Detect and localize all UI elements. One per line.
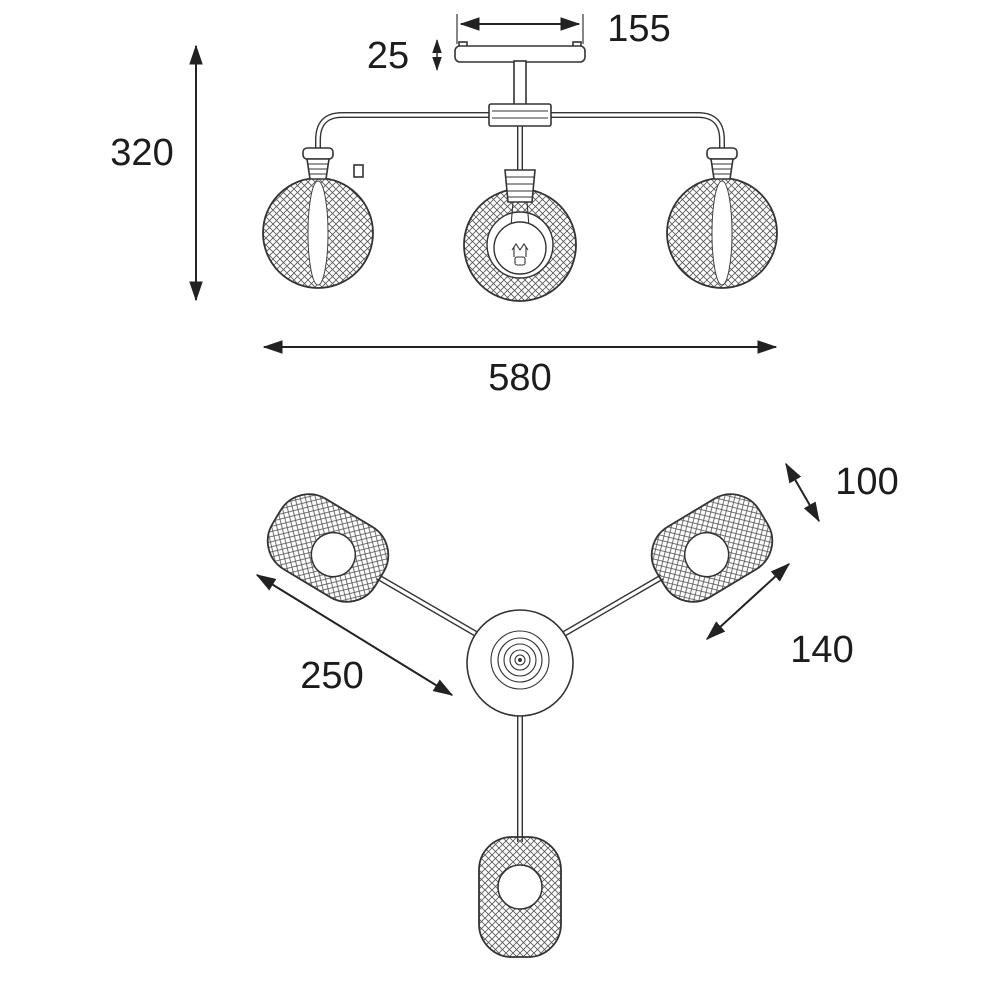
dim-320-label: 320 (110, 132, 173, 174)
dimension-shade-length: 140 (705, 563, 854, 671)
bulb-neck (510, 201, 530, 227)
small-connector-detail (353, 164, 364, 178)
top-bottom-shade (478, 836, 562, 958)
bulb-filament (511, 243, 529, 257)
canopy (488, 103, 552, 127)
left-globe-seam (307, 180, 329, 286)
bulb-base-detail (514, 256, 526, 266)
ceiling-mount-bar (454, 41, 586, 107)
dim-155-label: 155 (607, 8, 670, 50)
dimension-mount-bar-length: 155 (456, 8, 671, 50)
dimension-shade-width: 100 (785, 461, 899, 523)
top-view: 100 140 250 (255, 461, 899, 958)
front-view: 155 25 320 580 (110, 8, 778, 399)
dim-25-label: 25 (367, 35, 409, 77)
center-lamp (463, 169, 577, 302)
right-lamp (666, 147, 778, 289)
dimension-fixture-width: 580 (262, 340, 778, 399)
bottom-shade-socket-hole (497, 864, 543, 910)
top-right-arm (548, 574, 664, 645)
right-globe-seam (711, 180, 733, 286)
mount-stem (513, 60, 527, 107)
dimension-mount-bar-thickness: 25 (367, 35, 442, 77)
dim-580-label: 580 (488, 357, 551, 399)
center-socket (504, 169, 536, 203)
left-shade-socket-hole (310, 531, 357, 578)
dim-100-label: 100 (835, 461, 898, 503)
dim-140-label: 140 (790, 629, 853, 671)
left-lamp (262, 147, 374, 289)
ceiling-rose (466, 609, 574, 717)
right-arm (540, 112, 725, 154)
dimension-arm-length: 250 (255, 574, 454, 697)
light-bulb (493, 221, 547, 275)
right-socket (706, 147, 738, 180)
left-socket (302, 147, 334, 180)
dim-250-label: 250 (300, 655, 363, 697)
left-arm (315, 112, 500, 154)
dimension-fixture-height: 320 (110, 44, 203, 302)
